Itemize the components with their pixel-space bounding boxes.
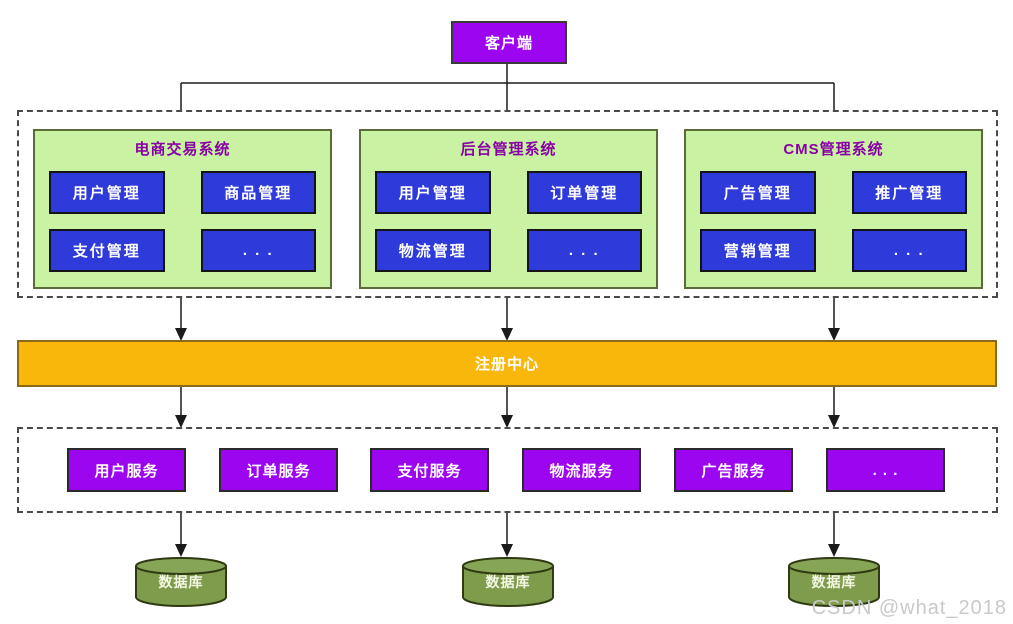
module-user-mgmt: 用户管理 <box>375 171 491 214</box>
module-payment-mgmt: 支付管理 <box>49 229 165 272</box>
service-logistics: 物流服务 <box>522 448 641 492</box>
module-user-mgmt: 用户管理 <box>49 171 165 214</box>
module-ellipsis: . . . <box>200 229 316 272</box>
system-title: CMS管理系统 <box>783 141 884 158</box>
database-cylinder: 数据库 <box>787 556 881 608</box>
system-ecommerce-trading: 电商交易系统 用户管理 商品管理 支付管理 . . . <box>33 129 332 289</box>
module-ad-mgmt: 广告管理 <box>700 171 816 214</box>
cylinder-shape <box>788 557 880 607</box>
module-grid: 用户管理 订单管理 物流管理 . . . <box>361 167 656 272</box>
module-product-mgmt: 商品管理 <box>200 171 316 214</box>
client-node: 客户端 <box>451 21 567 64</box>
module-order-mgmt: 订单管理 <box>526 171 642 214</box>
service-order: 订单服务 <box>219 448 338 492</box>
service-user: 用户服务 <box>67 448 186 492</box>
service-payment: 支付服务 <box>370 448 489 492</box>
cylinder-shape <box>462 557 554 607</box>
system-backend-mgmt: 后台管理系统 用户管理 订单管理 物流管理 . . . <box>359 129 658 289</box>
module-marketing-mgmt: 营销管理 <box>700 229 816 272</box>
module-grid: 用户管理 商品管理 支付管理 . . . <box>35 167 330 272</box>
system-title: 电商交易系统 <box>134 141 231 158</box>
cylinder-shape <box>135 557 227 607</box>
registry-center-bar: 注册中心 <box>17 340 997 387</box>
csdn-watermark: CSDN @what_2018 <box>811 597 1007 619</box>
database-cylinder: 数据库 <box>461 556 555 608</box>
system-cms-mgmt: CMS管理系统 广告管理 推广管理 营销管理 . . . <box>684 129 983 289</box>
module-ellipsis: . . . <box>851 229 967 272</box>
database-cylinder: 数据库 <box>134 556 228 608</box>
database-label: 数据库 <box>485 574 531 590</box>
service-ad: 广告服务 <box>674 448 793 492</box>
module-logistics-mgmt: 物流管理 <box>375 229 491 272</box>
system-title: 后台管理系统 <box>460 141 557 158</box>
database-label: 数据库 <box>158 574 204 590</box>
module-grid: 广告管理 推广管理 营销管理 . . . <box>686 167 981 272</box>
module-ellipsis: . . . <box>526 229 642 272</box>
module-promotion-mgmt: 推广管理 <box>851 171 967 214</box>
service-ellipsis: . . . <box>826 448 945 492</box>
database-label: 数据库 <box>811 574 857 590</box>
